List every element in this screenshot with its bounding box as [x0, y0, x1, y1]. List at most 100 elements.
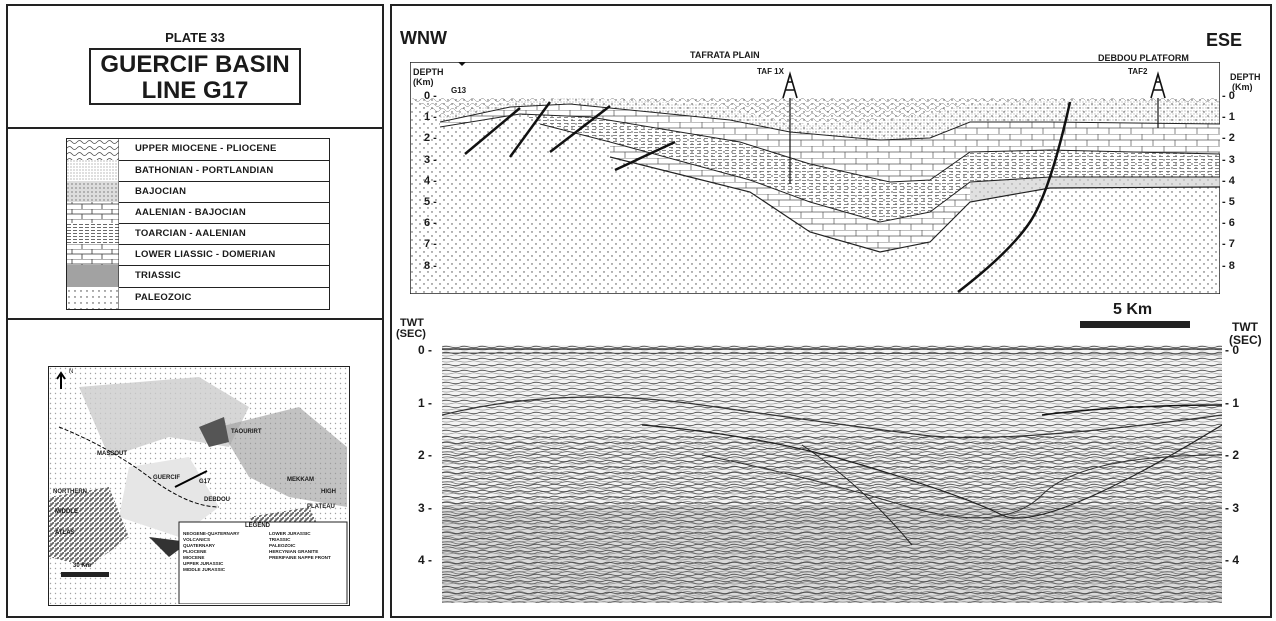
- legend-label: LOWER LIASSIC - DOMERIAN: [135, 249, 276, 260]
- twt-tick-label: - 3: [1225, 500, 1240, 515]
- label-g13: G13: [451, 86, 467, 95]
- map-label-high: HIGH: [321, 489, 336, 495]
- map-label-massout: MASSOUT: [97, 451, 127, 457]
- map-label-northern: NORTHERN: [53, 489, 87, 495]
- swatch-brick2: [67, 244, 119, 265]
- twt-tick-label: - 2: [1225, 448, 1240, 462]
- label-wnw: WNW: [400, 28, 447, 48]
- legend-label: TOARCIAN - AALENIAN: [135, 228, 246, 239]
- map-label-plateau: PLATEAU: [307, 504, 335, 510]
- left-divider-2: [6, 318, 384, 320]
- cross-section: [410, 62, 1220, 294]
- depth-right-title: DEPTH: [1230, 72, 1261, 82]
- legend-label: UPPER MIOCENE - PLIOCENE: [135, 143, 277, 154]
- map-label-guercif: GUERCIF: [153, 475, 180, 481]
- depth-tick-label: - 6: [1222, 217, 1235, 230]
- legend-label: BAJOCIAN: [135, 186, 187, 197]
- depth-tick-label: - 3: [1222, 153, 1235, 166]
- map-label-atlas: ATLAS: [55, 530, 75, 536]
- map-scale-label: 30 Km: [73, 563, 92, 569]
- title-line-2: LINE G17: [141, 77, 249, 104]
- depth-tick-label: 6 -: [424, 217, 437, 230]
- depth-tick-label: 7 -: [424, 238, 437, 251]
- map-legend-item: MIOCENE: [183, 555, 205, 560]
- swatch-wave: [67, 139, 119, 160]
- map-legend-item: NEOGENE-QUATERNARY VOLCANICS: [183, 531, 240, 542]
- map-legend-col-2: LOWER JURASSIC TRIASSIC PALEOZOIC HERCYN…: [269, 531, 347, 561]
- twt-right-unit: (SEC): [1229, 333, 1262, 347]
- swatch-dense: [67, 265, 119, 287]
- scale-bar-label: 5 Km: [1113, 301, 1153, 318]
- swatch-brick: [67, 202, 119, 223]
- map-legend-item: PRERIFAINE NAPPE FRONT: [269, 555, 331, 560]
- map-legend-title: LEGEND: [245, 523, 271, 529]
- derrick-icon: [1150, 71, 1166, 99]
- label-ese: ESE: [1206, 30, 1243, 50]
- depth-tick-label: 5 -: [424, 196, 437, 208]
- depth-tick-label: - 2: [1222, 132, 1235, 145]
- swatch-stipple: [67, 181, 119, 202]
- legend-label: BATHONIAN - PORTLANDIAN: [135, 165, 274, 176]
- map-label-taourirt: TAOURIRT: [231, 429, 262, 435]
- legend-row-7: PALEOZOIC: [119, 287, 329, 310]
- plate-number: PLATE 33: [165, 30, 225, 45]
- twt-tick-label: 0 -: [418, 343, 433, 357]
- map-label-mekkam: MEKKAM: [287, 477, 314, 483]
- legend-row-5: LOWER LIASSIC - DOMERIAN: [119, 244, 329, 266]
- swatch-dash: [67, 223, 119, 244]
- label-taf2: TAF2: [1128, 67, 1148, 76]
- map-legend-item: TRIASSIC: [269, 537, 291, 542]
- twt-tick-label: - 4: [1225, 553, 1240, 567]
- depth-tick-label: 3 -: [424, 153, 437, 166]
- depth-tick-label: 4 -: [424, 174, 437, 187]
- legend-label: TRIASSIC: [135, 270, 181, 281]
- strat-legend: UPPER MIOCENE - PLIOCENE BATHONIAN - POR…: [66, 138, 330, 310]
- line-g17-trace: [174, 470, 208, 488]
- map-legend-item: UPPER JURASSIC: [183, 561, 224, 566]
- map-legend-col-1: NEOGENE-QUATERNARY VOLCANICS QUATERNARY …: [183, 531, 263, 573]
- title-line-1: GUERCIF BASIN: [100, 51, 290, 78]
- map-legend-item: HERCYNIAN GRANITE: [269, 549, 319, 554]
- depth-tick-label: - 0: [1222, 90, 1235, 102]
- depth-tick-label: 0 -: [424, 90, 437, 102]
- depth-tick-label: - 4: [1222, 174, 1235, 187]
- depth-tick-label: 1 -: [424, 111, 437, 124]
- twt-right-title: TWT: [1232, 320, 1258, 334]
- label-taf1x: TAF 1X: [757, 67, 784, 76]
- seismic-section: [442, 345, 1222, 603]
- twt-tick-label: 4 -: [418, 553, 433, 567]
- depth-tick-label: - 1: [1222, 111, 1235, 124]
- map-label-debdou: DEBDOU: [204, 497, 231, 503]
- depth-tick-label: 2 -: [424, 132, 437, 145]
- map-legend-item: QUATERNARY: [183, 543, 215, 548]
- legend-row-3: AALENIAN - BAJOCIAN: [119, 202, 329, 224]
- swatch-dots: [67, 287, 119, 309]
- twt-tick-label: 2 -: [418, 448, 433, 462]
- legend-row-2: BAJOCIAN: [119, 181, 329, 203]
- twt-tick-label: 1 -: [418, 395, 433, 410]
- depth-left-unit: (Km): [413, 77, 434, 87]
- label-debdou-platform: DEBDOU PLATFORM: [1098, 53, 1189, 63]
- depth-tick-label: - 8: [1222, 259, 1235, 272]
- location-map-svg: [49, 367, 348, 605]
- legend-swatches: [67, 139, 119, 309]
- depth-tick-label: 8 -: [424, 259, 437, 272]
- twt-left-title: TWT: [400, 317, 424, 329]
- twt-left-unit: (SEC): [396, 328, 426, 340]
- depth-right-unit: (Km): [1232, 82, 1253, 92]
- map-legend-item: MIDDLE JURASSIC: [183, 567, 226, 572]
- map-north: N: [69, 369, 74, 375]
- north-arrow-icon: [56, 371, 66, 389]
- legend-label: AALENIAN - BAJOCIAN: [135, 207, 246, 218]
- map-label-middle: MIDDLE: [55, 509, 78, 515]
- location-map: N MASSOUT TAOURIRT GUERCIF G17 DEBDOU ME…: [48, 366, 350, 606]
- depth-tick-label: - 5: [1222, 196, 1235, 208]
- legend-row-0: UPPER MIOCENE - PLIOCENE: [119, 139, 329, 160]
- depth-tick-label: - 7: [1222, 238, 1235, 251]
- derrick-icon: [782, 71, 798, 99]
- twt-tick-label: - 0: [1225, 343, 1240, 357]
- scale-bar: [1080, 321, 1190, 328]
- plate-title: GUERCIF BASIN LINE G17: [89, 48, 301, 105]
- map-label-g17: G17: [199, 479, 211, 485]
- legend-row-1: BATHONIAN - PORTLANDIAN: [119, 160, 329, 182]
